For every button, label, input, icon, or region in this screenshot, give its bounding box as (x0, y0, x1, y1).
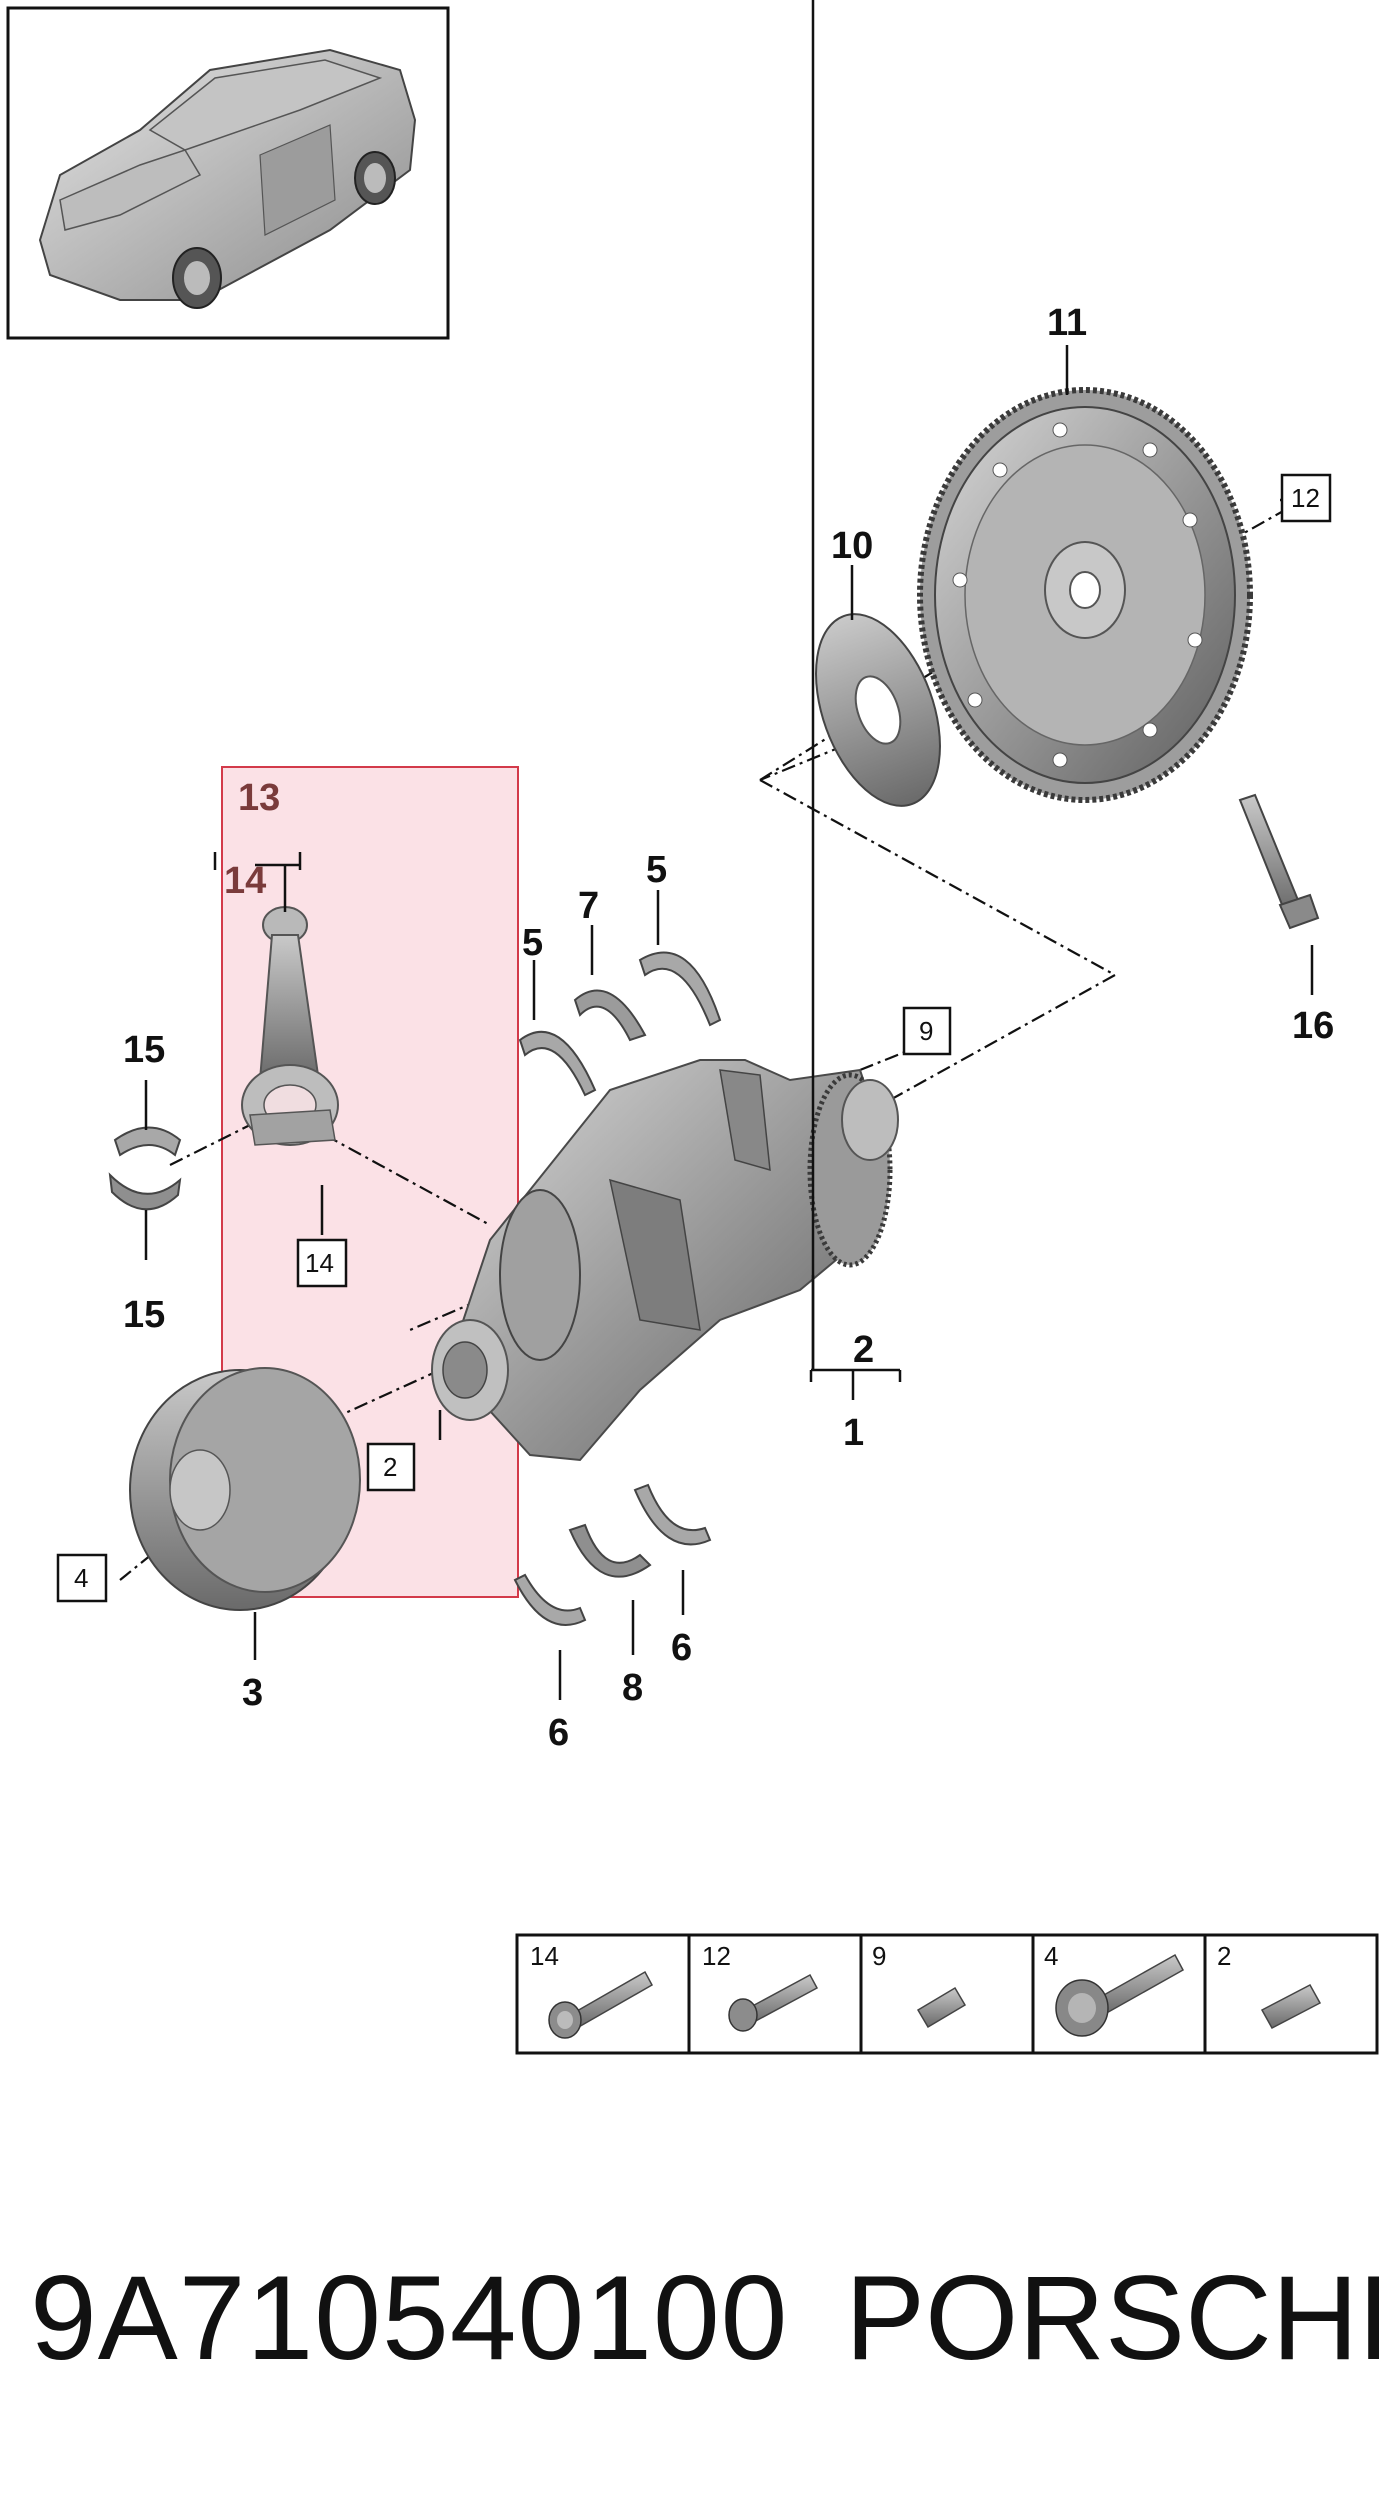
table-cell-label: 12 (702, 1941, 731, 1971)
callout-5-right: 5 (646, 849, 667, 891)
bolt-icon (728, 1973, 819, 2032)
table-cell-label: 14 (530, 1941, 559, 1971)
callout-1: 1 (843, 1412, 864, 1454)
callout-13: 13 (238, 777, 280, 819)
leader-lines (144, 0, 1314, 1700)
vehicle-thumbnail (6, 6, 450, 340)
main-bearing-shells-lower (513, 1483, 712, 1626)
callout-7: 7 (578, 885, 599, 927)
crankshaft (431, 1059, 899, 1462)
callout-10: 10 (831, 525, 873, 567)
callout-6-right: 6 (671, 1627, 692, 1669)
dowel-pin-icon (1260, 1983, 1322, 2030)
ref-box-2: 2 (383, 1452, 397, 1482)
ref-box-4: 4 (74, 1563, 88, 1593)
main-bearing-shells-upper (518, 951, 722, 1097)
boxed-refs: 12 9 14 2 4 (56, 473, 1332, 1603)
callout-3: 3 (242, 1672, 263, 1714)
table-cell-label: 9 (872, 1941, 886, 1971)
flexplate-ring-gear (917, 387, 1253, 803)
vibration-damper (129, 1367, 361, 1611)
brand-name: PORSCHE (845, 2251, 1379, 2385)
callout-16: 16 (1292, 1005, 1334, 1047)
part-number: 9A710540100 (30, 2251, 789, 2385)
dowel-pin-icon (916, 1986, 967, 2029)
callout-8: 8 (622, 1667, 643, 1709)
flywheel-bolt (1238, 793, 1320, 930)
connecting-rod (241, 906, 339, 1146)
callout-11: 11 (1047, 302, 1087, 344)
table-cell-label: 4 (1044, 1941, 1058, 1971)
car-icon (38, 48, 417, 309)
table-cell-label: 2 (1217, 1941, 1231, 1971)
ref-box-12: 12 (1291, 483, 1320, 513)
ref-box-14: 14 (305, 1248, 334, 1278)
fastener-table: 14 12 9 4 2 (515, 1933, 1379, 2055)
callouts: 11 10 16 13 14 15 15 5 7 5 2 1 3 8 6 6 (123, 302, 1334, 1754)
drive-plate (815, 613, 941, 807)
callout-6-left: 6 (548, 1712, 569, 1754)
rod-bearing-shells (108, 1126, 182, 1211)
callout-14: 14 (224, 860, 266, 902)
callout-2: 2 (853, 1329, 874, 1371)
flanged-bolt-icon (548, 1970, 654, 2039)
callout-15-lower: 15 (123, 1294, 165, 1336)
large-flanged-bolt-icon (1055, 1953, 1185, 2037)
callout-5-left: 5 (522, 922, 543, 964)
ref-box-9: 9 (919, 1016, 933, 1046)
callout-15-upper: 15 (123, 1029, 165, 1071)
